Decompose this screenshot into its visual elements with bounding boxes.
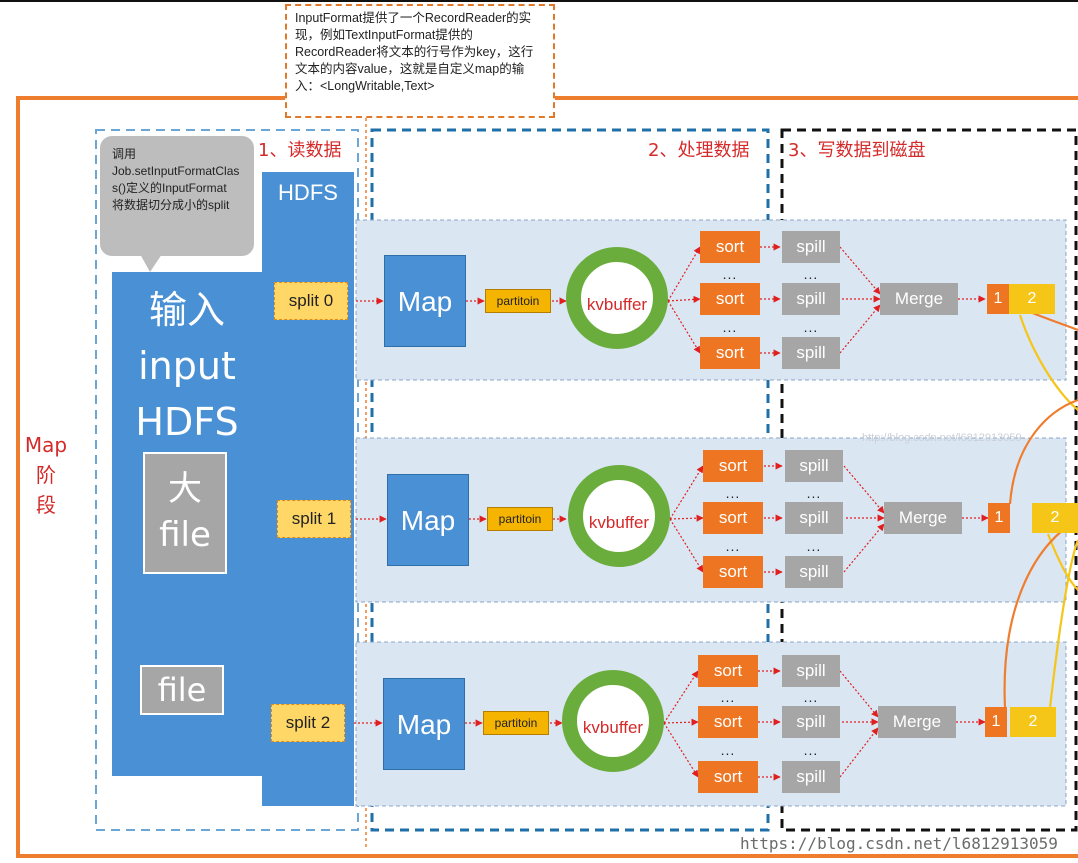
spill-2-1: spill — [782, 706, 840, 738]
input-format-callout: InputFormat提供了一个RecordReader的实 现，例如TextI… — [285, 4, 555, 118]
kvbuffer-label-2: kvbuffer — [582, 718, 644, 737]
callout-line-1: InputFormat提供了一个RecordReader的实 — [295, 11, 532, 25]
spill-dots-0a: ... — [803, 266, 819, 282]
sort-0-0: sort — [700, 231, 760, 263]
gray-callout-tail — [140, 254, 162, 272]
output-partition-1-lane-0: 1 — [987, 284, 1009, 314]
input-panel-title: 输入 input HDFS — [112, 282, 262, 450]
split-1: split 1 — [277, 500, 351, 538]
sort-1-2: sort — [703, 556, 763, 588]
hdfs-column — [262, 172, 354, 806]
sort-dots-2a: ... — [720, 689, 736, 705]
map-task-0: Map — [384, 255, 466, 347]
spill-dots-1a: ... — [806, 485, 822, 501]
gray-callout-line-3: s()定义的InputFormat — [112, 181, 227, 195]
sort-1-1: sort — [703, 502, 763, 534]
hdfs-label: HDFS — [278, 180, 338, 205]
callout-line-5: 入：<LongWritable,Text> — [295, 79, 435, 93]
spill-dots-2a: ... — [803, 689, 819, 705]
spill-1-2: spill — [785, 556, 843, 588]
sort-0-2: sort — [700, 337, 760, 369]
kvbuffer-label-1: kvbuffer — [588, 513, 650, 532]
input-format-class-callout: 调用 Job.setInputFormatClas s()定义的InputFor… — [100, 136, 254, 256]
gray-callout-line-1: 调用 — [112, 147, 137, 161]
input-title-line-1: 输入 — [148, 288, 225, 332]
stage-write-title: 3、写数据到磁盘 — [788, 140, 926, 161]
partition-1: partitoin — [487, 507, 553, 531]
callout-line-3: RecordReader将文本的行号作为key，这行 — [295, 45, 534, 59]
spill-1-0: spill — [785, 450, 843, 482]
sort-dots-1a: ... — [725, 485, 741, 501]
merge-1: Merge — [884, 502, 962, 534]
split-2: split 2 — [271, 704, 345, 742]
output-partition-2-lane-0: 2 — [1009, 284, 1055, 314]
spill-2-0: spill — [782, 655, 840, 687]
gray-callout-line-2: Job.setInputFormatClas — [112, 164, 240, 178]
output-partition-2-lane-2: 2 — [1010, 707, 1056, 737]
spill-dots-0b: ... — [803, 319, 819, 335]
spill-0-1: spill — [782, 283, 840, 315]
map-phase-label: Map 阶 段 — [18, 430, 74, 520]
partition-2: partitoin — [483, 711, 549, 735]
spill-dots-1b: ... — [806, 538, 822, 554]
spill-2-2: spill — [782, 761, 840, 793]
spill-0-2: spill — [782, 337, 840, 369]
sort-2-2: sort — [698, 761, 758, 793]
sort-dots-0b: ... — [722, 319, 738, 335]
sort-0-1: sort — [700, 283, 760, 315]
map-task-2: Map — [383, 678, 465, 770]
input-title-line-2: input — [138, 344, 236, 388]
map-phase-line-1: Map — [24, 433, 68, 457]
map-phase-line-2: 阶 — [36, 463, 56, 487]
partition-0: partitoin — [485, 289, 551, 313]
merge-2: Merge — [878, 706, 956, 738]
callout-line-2: 现，例如TextInputFormat提供的 — [295, 28, 473, 42]
stage-read-title: 1、读数据 — [258, 140, 342, 161]
sort-dots-2b: ... — [720, 742, 736, 758]
lane-1-arrows — [352, 462, 989, 576]
stage-process-title: 2、处理数据 — [648, 140, 750, 161]
small-file-box: file — [140, 665, 224, 715]
input-title-line-3: HDFS — [135, 400, 239, 444]
watermark-url: https://blog.csdn.net/l6812913059 — [740, 834, 1058, 853]
callout-line-4: 文本的内容value，这就是自定义map的输 — [295, 62, 525, 76]
sort-dots-0a: ... — [722, 266, 738, 282]
map-task-1: Map — [387, 474, 469, 566]
sort-dots-1b: ... — [725, 538, 741, 554]
watermark-faint: http://blog.csdn.net/l6812913059 — [862, 432, 1022, 444]
sort-1-0: sort — [703, 450, 763, 482]
spill-0-0: spill — [782, 231, 840, 263]
big-file-line-2: file — [159, 515, 211, 555]
spill-1-1: spill — [785, 502, 843, 534]
sort-2-1: sort — [698, 706, 758, 738]
map-phase-line-3: 段 — [36, 493, 56, 517]
gray-callout-line-4: 将数据切分成小的split — [112, 198, 230, 212]
split-0: split 0 — [274, 282, 348, 320]
sort-2-0: sort — [698, 655, 758, 687]
big-file-line-1: 大 — [168, 469, 202, 509]
big-file-box: 大 file — [143, 452, 227, 574]
output-partition-1-lane-2: 1 — [985, 707, 1007, 737]
output-partition-1-lane-1: 1 — [988, 503, 1010, 533]
process-stage-box — [370, 128, 770, 832]
spill-dots-2b: ... — [803, 742, 819, 758]
output-partition-2-lane-1: 2 — [1032, 503, 1078, 533]
merge-0: Merge — [880, 283, 958, 315]
kvbuffer-label-0: kvbuffer — [586, 295, 648, 314]
